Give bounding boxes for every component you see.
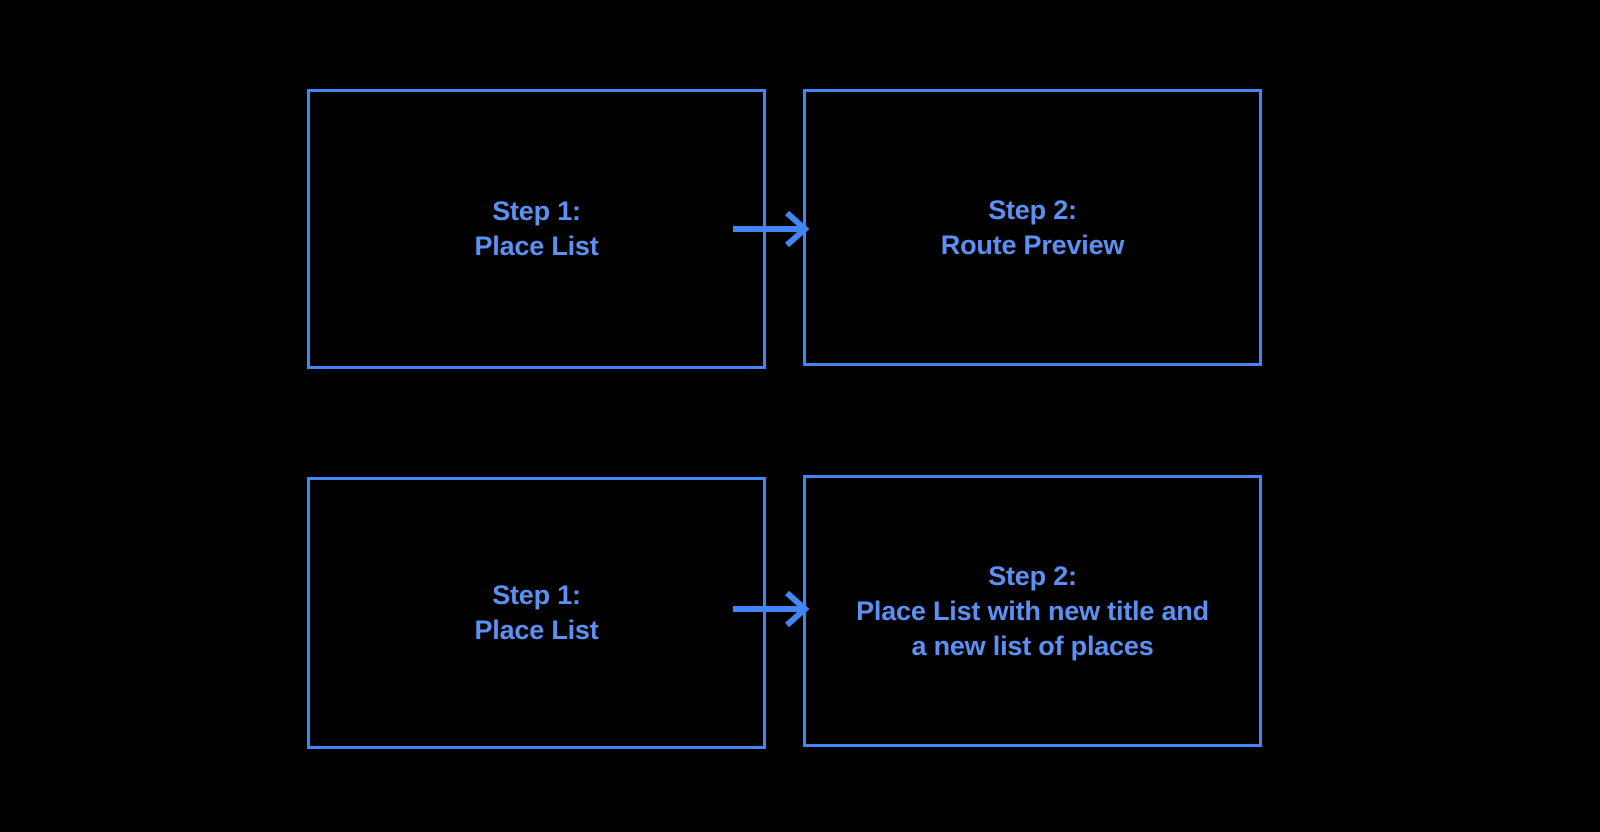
step-box-step2-bottom[interactable]: Step 2: Place List with new title and a … — [803, 475, 1262, 747]
step-box-label: Step 1: Place List — [474, 580, 599, 645]
step-box-label: Step 2: Place List with new title and a … — [856, 560, 1209, 661]
step-box-label: Step 2: Route Preview — [940, 194, 1125, 260]
step-box-step1-bottom[interactable]: Step 1: Place List — [307, 477, 766, 749]
connector-arrow-bottom — [733, 590, 810, 628]
connector-arrow-top — [733, 210, 810, 248]
step-box-step1-top[interactable]: Step 1: Place List — [307, 89, 766, 369]
step-box-label: Step 1: Place List — [474, 196, 599, 261]
step-box-step2-top[interactable]: Step 2: Route Preview — [803, 89, 1262, 366]
